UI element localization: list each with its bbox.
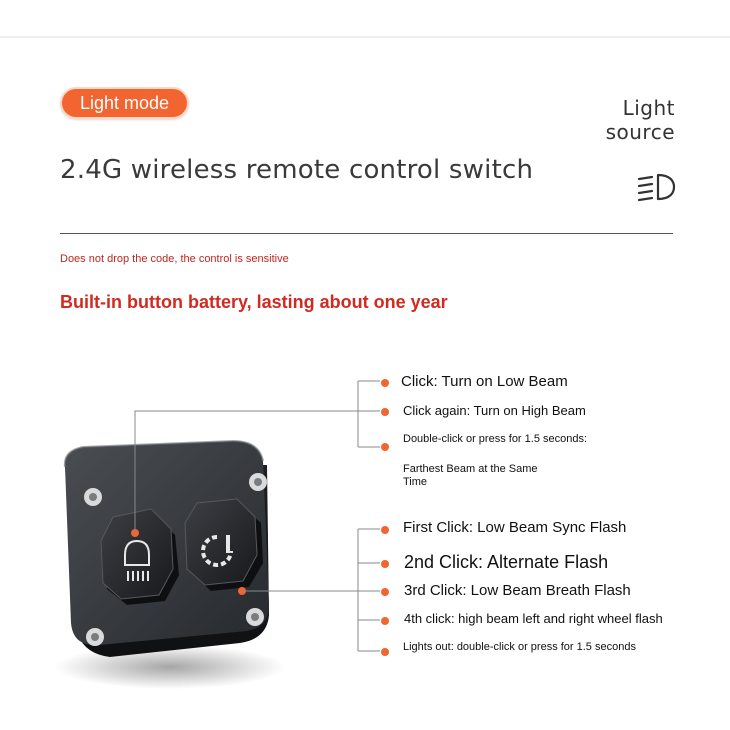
light-mode-badge: Light mode — [60, 87, 189, 119]
screw-top-left — [84, 488, 102, 506]
action-fourth-click-wheel-flash: 4th click: high beam left and right whee… — [404, 611, 663, 626]
action-second-click-alternate-flash: 2nd Click: Alternate Flash — [404, 552, 609, 572]
headlight-button[interactable] — [100, 508, 179, 605]
title-divider — [60, 233, 673, 234]
action-farthest-beam-line1: Farthest Beam at the Same — [403, 463, 538, 475]
screw-bottom-left — [86, 628, 104, 646]
remote-switch-device — [55, 439, 285, 689]
action-third-click-breath-flash: 3rd Click: Low Beam Breath Flash — [404, 582, 631, 599]
bullet-dot — [381, 443, 389, 451]
bullet-dot — [381, 648, 389, 656]
low-beam-headlight-icon — [637, 173, 676, 202]
top-divider — [0, 36, 730, 38]
bullet-dot — [381, 408, 389, 416]
action-double-click-hold: Double-click or press for 1.5 seconds: — [403, 433, 588, 445]
bullet-dot — [381, 588, 389, 596]
code-note: Does not drop the code, the control is s… — [60, 253, 289, 265]
action-click-low-beam: Click: Turn on Low Beam — [401, 373, 568, 390]
screw-bottom-right — [246, 608, 264, 626]
power-flash-icon — [201, 535, 233, 567]
bullet-dot — [381, 379, 389, 387]
page-title: 2.4G wireless remote control switch — [60, 155, 534, 185]
bullet-dot — [381, 617, 389, 625]
light-source-line1: Light — [622, 96, 675, 120]
battery-note: Built-in button battery, lasting about o… — [60, 292, 448, 312]
light-source-line2: source — [605, 120, 675, 144]
action-click-again-high-beam: Click again: Turn on High Beam — [403, 403, 586, 418]
headlight-symbol-icon — [124, 539, 150, 581]
bullet-dot — [381, 560, 389, 568]
action-lights-out: Lights out: double-click or press for 1.… — [403, 641, 636, 653]
screw-top-right — [249, 473, 267, 491]
light-source-label: Light source — [595, 96, 675, 144]
flash-mode-button[interactable] — [184, 498, 263, 595]
bullet-dot — [381, 526, 389, 534]
action-farthest-beam-line2: Time — [403, 476, 428, 488]
action-first-click-sync-flash: First Click: Low Beam Sync Flash — [403, 519, 627, 536]
